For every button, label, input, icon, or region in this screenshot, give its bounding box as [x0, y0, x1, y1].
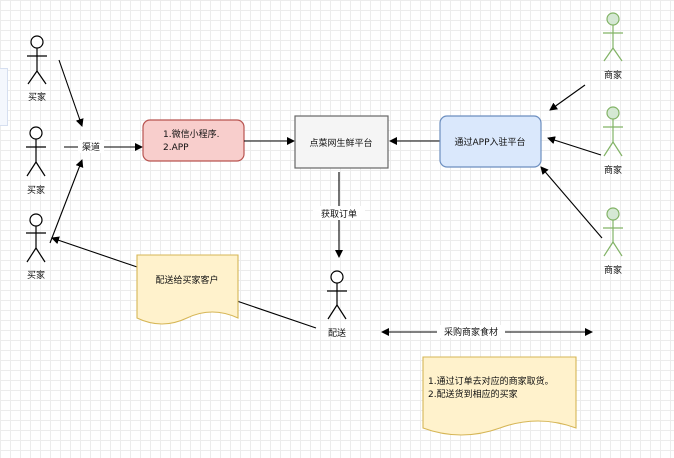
- deliver-note-label: 配送给买家客户: [155, 274, 218, 286]
- buyer-label: 买家: [27, 269, 45, 281]
- buyer-actor-2[interactable]: 买家: [26, 126, 46, 196]
- buyer1-to-channel-arrow[interactable]: [58, 59, 84, 127]
- purchase-label: 采购商家食材: [444, 326, 498, 338]
- channel-label-bg: [78, 140, 104, 153]
- get-order-label: 获取订单: [321, 208, 357, 220]
- person-icon: [26, 126, 46, 177]
- merchant-actor-1[interactable]: 商家: [603, 12, 623, 81]
- platform-box[interactable]: 点菜网生鲜平台: [294, 115, 389, 169]
- info-note-line1: 1.通过订单去对应的商家取货。: [428, 375, 554, 387]
- merchant-actor-2[interactable]: 商家: [603, 106, 623, 176]
- buyer-label: 买家: [27, 184, 45, 196]
- buyer-label: 买家: [28, 91, 46, 103]
- side-panel-tab[interactable]: [0, 68, 8, 126]
- app-box-label: 通过APP入驻平台: [454, 136, 525, 148]
- app-box-shape: [439, 115, 542, 168]
- platform-box-shape: [294, 115, 389, 169]
- person-icon: [603, 12, 623, 62]
- merchant-label: 商家: [604, 264, 622, 276]
- delivery-actor[interactable]: 配送: [327, 270, 347, 339]
- info-note-line2: 2.配送货到相应的买家: [428, 388, 518, 400]
- channel-label: 渠道: [82, 141, 100, 153]
- deliver-note-shape: [136, 254, 239, 325]
- merchant2-to-app-arrow[interactable]: [547, 136, 602, 156]
- merchant1-to-app-arrow[interactable]: [549, 84, 586, 111]
- person-icon: [26, 213, 46, 263]
- channel-box-line1: 1.微信小程序.: [163, 128, 219, 140]
- purchase-label-bg: [437, 325, 505, 338]
- app-box[interactable]: 通过APP入驻平台: [439, 115, 542, 168]
- merchant-label: 商家: [604, 69, 622, 81]
- merchant3-to-app-arrow[interactable]: [540, 166, 603, 239]
- person-icon: [327, 270, 347, 320]
- person-icon: [27, 35, 47, 85]
- channel-box-line2: 2.APP: [163, 143, 189, 153]
- info-note-shape: [422, 356, 577, 436]
- info-note[interactable]: 1.通过订单去对应的商家取货。 2.配送货到相应的买家: [422, 356, 577, 436]
- deliver-note[interactable]: 配送给买家客户: [136, 254, 239, 325]
- platform-box-label: 点菜网生鲜平台: [309, 137, 372, 149]
- channel-box[interactable]: 1.微信小程序. 2.APP: [142, 119, 245, 162]
- get-order-label-bg: [313, 206, 365, 220]
- merchant-actor-3[interactable]: 商家: [603, 207, 623, 276]
- buyer-actor-1[interactable]: 买家: [27, 35, 47, 103]
- person-icon: [603, 106, 623, 157]
- person-icon: [603, 207, 623, 257]
- channel-box-shape: [142, 119, 245, 162]
- merchant-label: 商家: [604, 164, 622, 176]
- delivery-label: 配送: [328, 327, 346, 339]
- buyer-actor-3[interactable]: 买家: [26, 213, 46, 281]
- buyer3-to-channel-arrow[interactable]: [49, 159, 84, 244]
